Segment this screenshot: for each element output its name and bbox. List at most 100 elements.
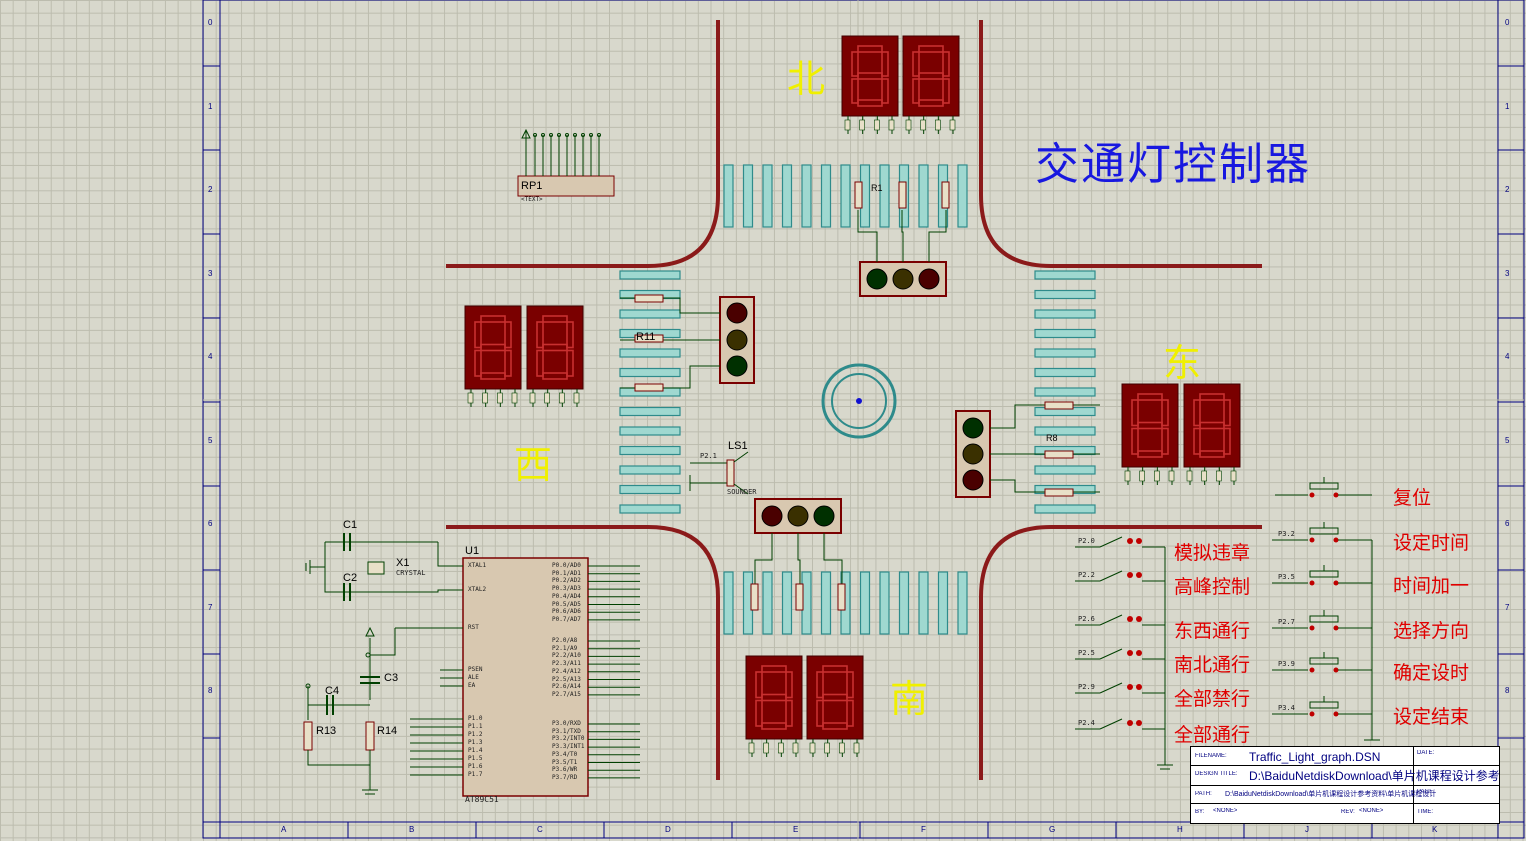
ls1-sounder[interactable]	[689, 451, 749, 495]
tb-design-label: DESIGN TITLE:	[1195, 771, 1238, 777]
u1-pin-0: XTAL1	[468, 562, 487, 569]
switch-label-1: 高峰控制	[1174, 576, 1251, 598]
switch-label-5: 全部通行	[1174, 724, 1251, 746]
u1-pin-r10: P2.2/A10	[552, 652, 581, 660]
tb-path-label: PATH:	[1195, 791, 1212, 797]
u1-pin-9: P1.3	[468, 739, 483, 746]
button-pin-4: P3.9	[1278, 660, 1295, 668]
border-row-right-1: 1	[1505, 101, 1510, 111]
u1-pin-12: P1.6	[468, 763, 483, 770]
traffic-light-west[interactable]	[719, 296, 755, 384]
u1-pin-r1: P0.1/AD1	[552, 569, 581, 577]
r14-label: R14	[377, 725, 398, 737]
oscillator-circuit	[303, 533, 463, 795]
tb-rev-label: REV:	[1341, 809, 1355, 815]
r1-label: R1	[871, 183, 883, 193]
border-col-G: G	[1049, 825, 1056, 834]
rp1-resistor-pack[interactable]	[517, 128, 615, 197]
tb-design: D:\BaiduNetdiskDownload\单片机课程设计参考资	[1249, 769, 1499, 783]
u1-microcontroller[interactable]	[462, 557, 589, 797]
u1-pin-13: P1.7	[468, 771, 483, 778]
ls1-label: LS1	[728, 440, 748, 452]
border-row-left-1: 1	[208, 101, 213, 111]
u1-pin-r21: P3.5/T1	[552, 758, 578, 766]
u1-pin-r11: P2.3/A11	[552, 660, 581, 668]
u1-pin-10: P1.4	[468, 747, 483, 754]
switch-pin-3: P2.5	[1078, 649, 1095, 657]
direction-west-label: 西	[514, 443, 553, 487]
button-label-0: 复位	[1393, 487, 1432, 509]
border-row-right-0: 0	[1505, 18, 1510, 27]
button-label-2: 时间加一	[1393, 575, 1470, 597]
button-pin-5: P3.4	[1278, 704, 1295, 712]
button-pin-1: P3.2	[1278, 530, 1295, 538]
switch-array	[1075, 477, 1380, 770]
border-row-left-3: 3	[208, 268, 213, 278]
u1-pin-r13: P2.5/A13	[552, 675, 581, 683]
rp1-label: RP1	[521, 180, 543, 192]
u1-pin-6: P1.0	[468, 715, 483, 722]
border-row-right-6: 6	[1505, 519, 1510, 528]
button-label-3: 选择方向	[1393, 620, 1470, 642]
border-col-H: H	[1177, 825, 1183, 834]
roundabout	[821, 363, 897, 439]
border-row-left-2: 2	[208, 185, 213, 194]
direction-south-label: 南	[890, 677, 929, 721]
traffic-light-east[interactable]	[955, 410, 991, 498]
border-row-right-8: 8	[1505, 686, 1510, 695]
tb-filename-label: FILENAME:	[1195, 753, 1227, 759]
u1-label: U1	[465, 545, 480, 557]
ls1-part-label: SOUNDER	[727, 488, 757, 496]
u1-pin-r9: P2.1/A9	[552, 644, 578, 652]
border-row-left-5: 5	[208, 435, 213, 445]
switch-pin-2: P2.6	[1078, 615, 1095, 623]
u1-pin-r17: P3.1/TXD	[552, 727, 581, 735]
u1-pin-r23: P3.7/RD	[552, 773, 578, 781]
crosswalk-resistors	[634, 181, 1074, 611]
u1-pin-r16: P3.0/RXD	[552, 720, 581, 727]
r13-label: R13	[316, 725, 337, 737]
x1-part-label: CRYSTAL	[396, 569, 426, 577]
border-row-right-7: 7	[1505, 602, 1510, 612]
tb-path: D:\BaiduNetdiskDownload\单片机课程设计参考资料\单片机课…	[1225, 791, 1437, 798]
seven-segment-displays	[464, 35, 1241, 757]
u1-pin-r14: P2.6/A14	[552, 683, 581, 691]
u1-pin-5: EA	[468, 682, 476, 689]
border-row-left-4: 4	[208, 352, 213, 361]
border-col-F: F	[921, 825, 926, 834]
traffic-light-north[interactable]	[859, 261, 947, 297]
button-label-4: 确定设时	[1393, 662, 1470, 684]
tb-rev: <NONE>	[1359, 808, 1384, 814]
switch-pin-1: P2.2	[1078, 571, 1095, 579]
tb-by-label: BY:	[1195, 809, 1205, 815]
u1-pin-r22: P3.6/WR	[552, 766, 578, 774]
border-col-J: J	[1305, 825, 1309, 834]
border-row-left-8: 8	[208, 686, 213, 695]
switch-pin-5: P2.4	[1078, 719, 1095, 727]
c4-label: C4	[325, 685, 340, 697]
button-pin-2: P3.5	[1278, 573, 1295, 581]
u1-pin-r8: P2.0/A8	[552, 637, 578, 644]
u1-pin-7: P1.1	[468, 723, 483, 730]
ls1-pin-label: P2.1	[700, 452, 717, 460]
border-col-B: B	[409, 825, 415, 834]
c3-label: C3	[384, 672, 399, 684]
switch-label-4: 全部禁行	[1174, 688, 1251, 710]
tb-time-label: TIME:	[1417, 809, 1433, 815]
rp1-text-tag: <TEXT>	[521, 196, 543, 203]
border-row-right-5: 5	[1505, 435, 1510, 445]
tb-page-label: PAGE:	[1417, 789, 1435, 795]
border-col-A: A	[281, 825, 287, 834]
u1-pin-1: XTAL2	[468, 586, 487, 593]
r8-label: R8	[1046, 433, 1058, 443]
c2-label: C2	[343, 572, 358, 584]
tb-by: <NONE>	[1213, 808, 1238, 814]
u1-pin-r7: P0.7/AD7	[552, 615, 581, 623]
tb-filename: Traffic_Light_graph.DSN	[1249, 750, 1381, 764]
u1-pin-11: P1.5	[468, 755, 483, 762]
border-col-C: C	[537, 825, 543, 834]
traffic-light-south[interactable]	[754, 498, 842, 534]
switch-pin-0: P2.0	[1078, 537, 1095, 545]
